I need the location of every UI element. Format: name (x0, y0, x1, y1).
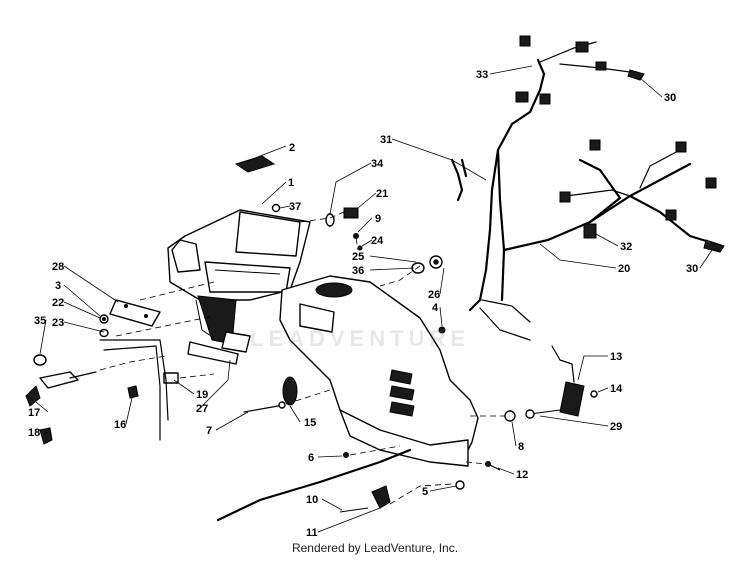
callout-4: 4 (432, 302, 439, 314)
callout-6: 6 (308, 452, 314, 464)
callout-17: 17 (28, 407, 40, 419)
callout-16: 16 (114, 419, 126, 431)
callout-29: 29 (610, 421, 622, 433)
callout-32: 32 (620, 241, 632, 253)
callout-14: 14 (610, 383, 623, 395)
callout-11: 11 (306, 527, 318, 539)
callout-25: 25 (352, 251, 364, 263)
callout-9: 9 (375, 213, 381, 225)
callout-23: 23 (52, 317, 64, 329)
callout-24: 24 (371, 235, 384, 247)
leader-lines (35, 65, 713, 533)
console-housing (167, 209, 479, 467)
callout-15: 15 (304, 417, 316, 429)
callout-labels: 2 1 37 34 21 9 24 25 36 26 4 31 33 30 30… (28, 69, 698, 539)
callout-1: 1 (288, 177, 294, 189)
watermark-logo: LEADVENTURE (250, 326, 471, 351)
callout-13: 13 (610, 351, 622, 363)
callout-3: 3 (55, 280, 61, 292)
wiring-harness (450, 35, 725, 341)
callout-18: 18 (28, 427, 40, 439)
callout-34: 34 (371, 158, 384, 170)
callout-7: 7 (206, 425, 212, 437)
callout-31: 31 (380, 134, 392, 146)
small-parts (25, 155, 598, 522)
callout-21: 21 (376, 188, 388, 200)
callout-12: 12 (516, 469, 528, 481)
assembly-lines (99, 211, 505, 505)
callout-30-right: 30 (686, 263, 698, 275)
callout-19: 19 (196, 389, 208, 401)
callout-20: 20 (618, 263, 630, 275)
callout-22: 22 (52, 297, 64, 309)
callout-35: 35 (34, 315, 46, 327)
callout-5: 5 (422, 486, 428, 498)
callout-28: 28 (52, 261, 64, 273)
callout-33: 33 (476, 69, 488, 81)
callout-27: 27 (196, 403, 208, 415)
callout-37: 37 (289, 201, 301, 213)
callout-10: 10 (306, 494, 318, 506)
callout-30-top: 30 (664, 92, 676, 104)
callout-26: 26 (428, 289, 440, 301)
footer-credit: Rendered by LeadVenture, Inc. (291, 541, 459, 555)
callout-8: 8 (518, 441, 524, 453)
callout-2: 2 (289, 142, 295, 154)
callout-36: 36 (352, 265, 364, 277)
